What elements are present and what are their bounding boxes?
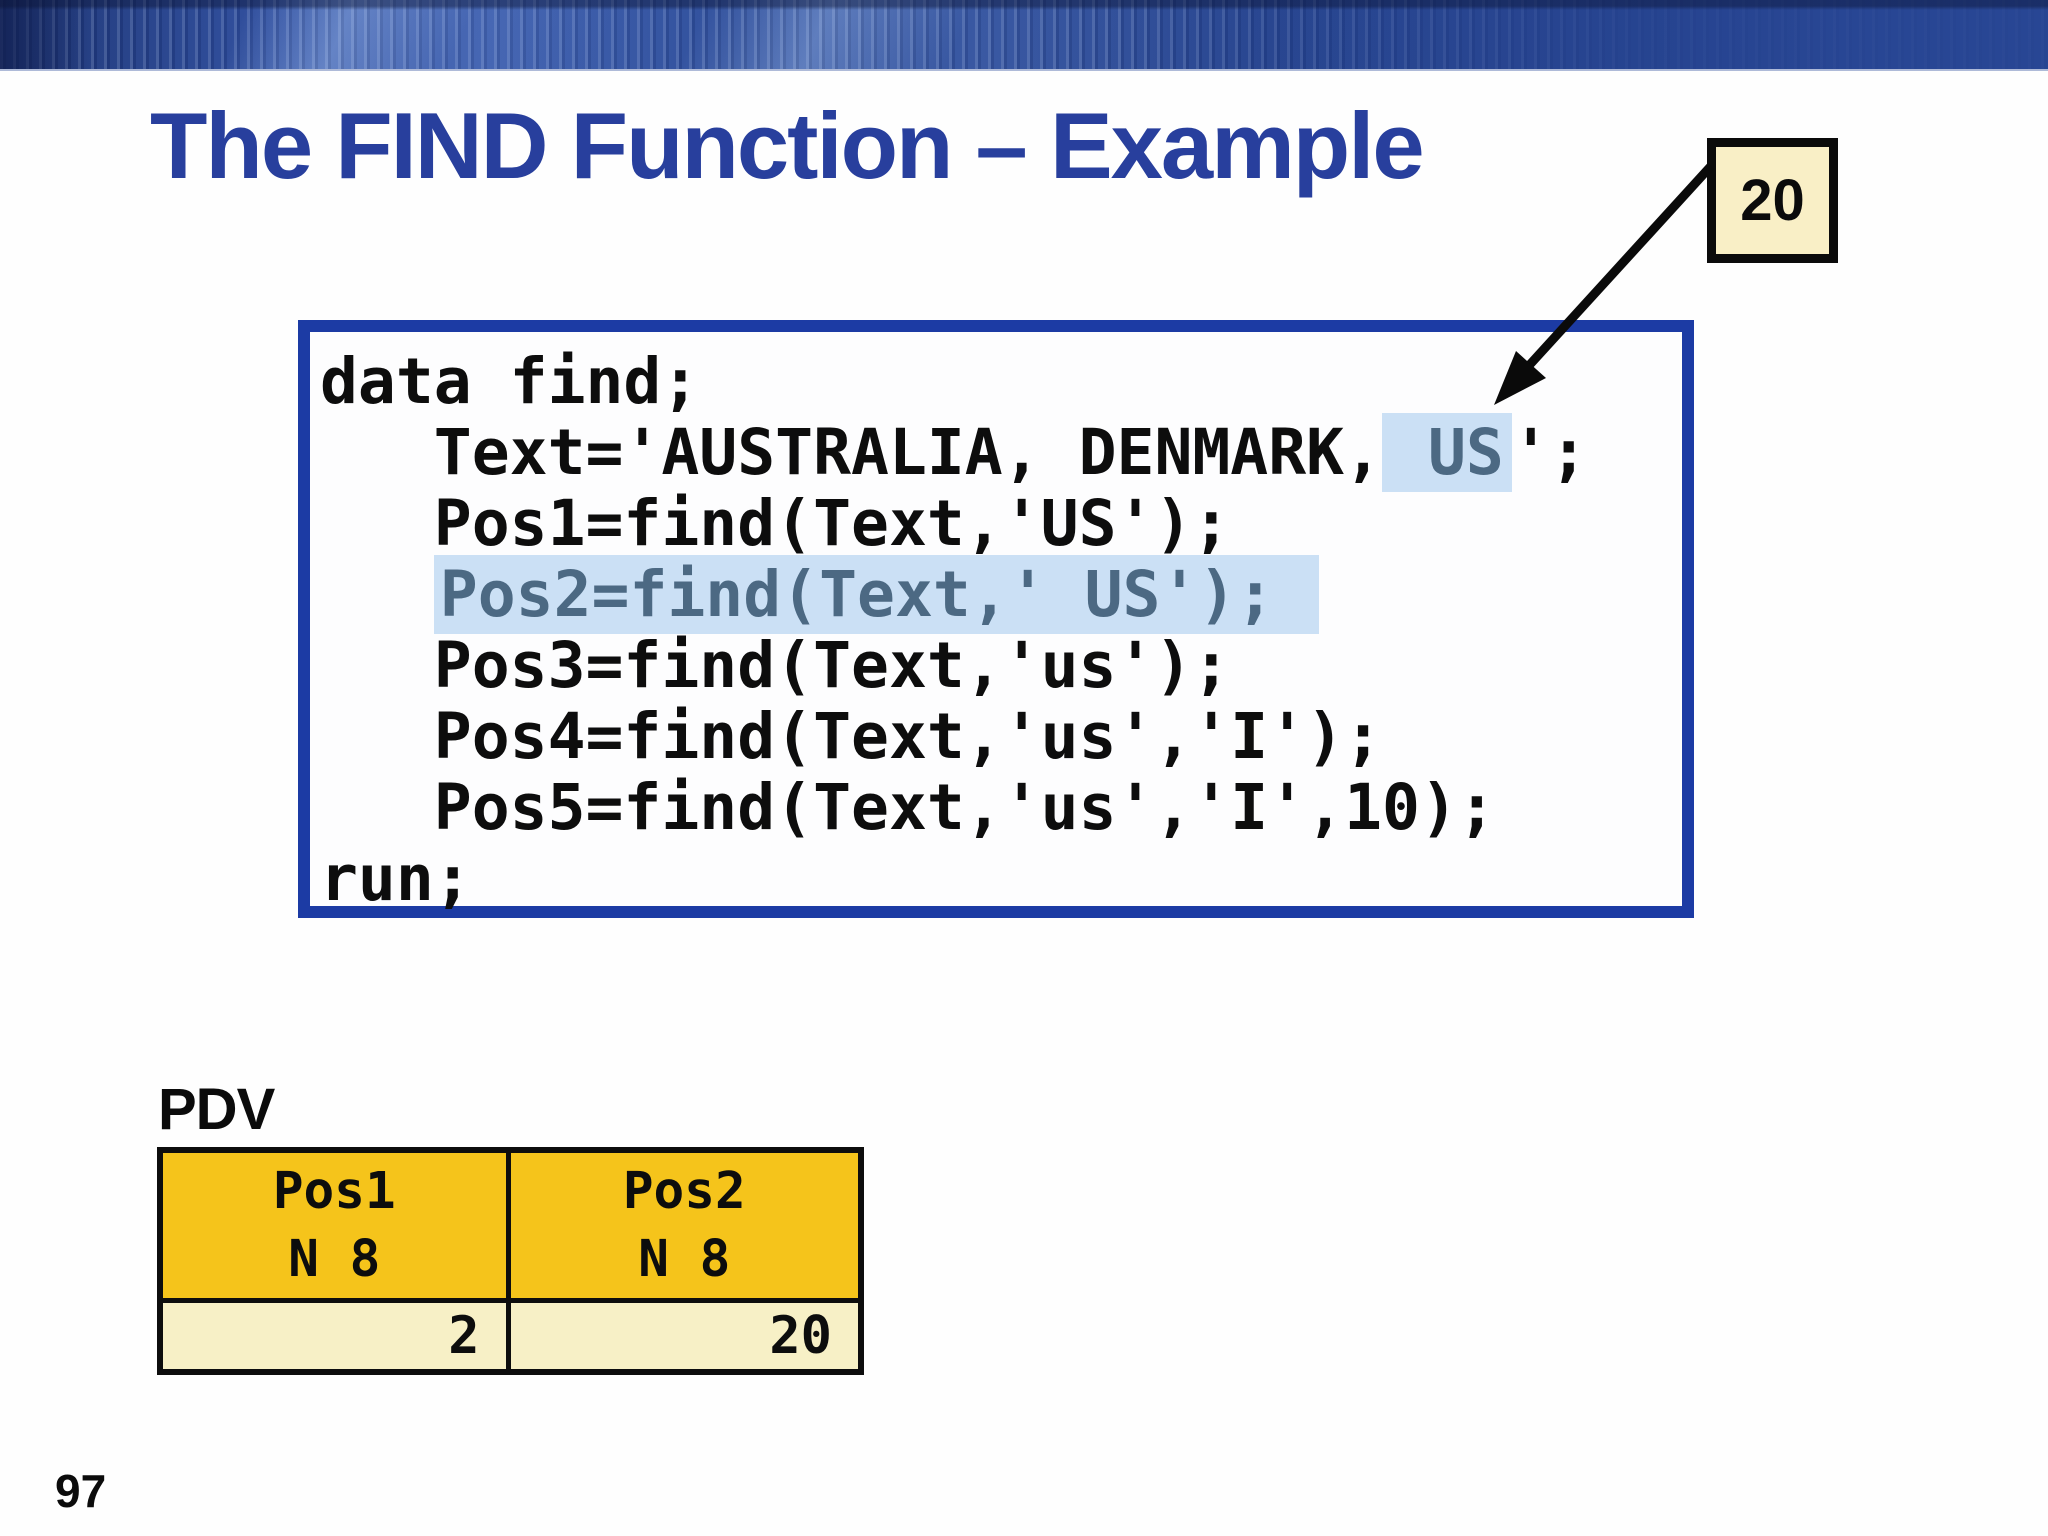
code-segment [320,558,434,631]
code-segment: Text='AUSTRALIA, DENMARK, [320,416,1383,489]
code-segment: Pos3=find(Text,'us'); [320,629,1231,702]
code-segment: run; [320,842,472,915]
highlighted-pos2-line: Pos2=find(Text,' US'); [433,555,1320,634]
pdv-column-type: N 8 [638,1230,731,1289]
callout-value: 20 [1740,168,1805,233]
code-segment: Pos5=find(Text,'us','I',10); [320,771,1496,844]
pdv-label: PDV [158,1077,275,1142]
pdv-value: 2 [448,1306,480,1366]
code-line: Pos4=find(Text,'us','I'); [320,701,1682,772]
code-segment: Pos1=find(Text,'US'); [320,487,1231,560]
code-segment: '; [1511,416,1588,489]
code-line: Pos1=find(Text,'US'); [320,488,1682,559]
pdv-header-cell: Pos1 N 8 [163,1153,511,1303]
highlighted-us-segment: US [1382,413,1512,492]
callout-box: 20 [1707,138,1838,263]
slide-title: The FIND Function – Example [150,93,1425,198]
code-line: Pos5=find(Text,'us','I',10); [320,772,1682,843]
page-number: 97 [55,1465,107,1517]
pdv-header-cell: Pos2 N 8 [510,1153,858,1303]
pdv-value-cell: 20 [510,1303,858,1369]
pdv-column-name: Pos2 [622,1162,746,1221]
decorative-top-banner [0,0,2048,71]
pdv-value-cell: 2 [163,1303,511,1369]
pdv-table: Pos1 N 8 Pos2 N 8 2 20 [157,1147,864,1375]
pdv-column-name: Pos1 [272,1162,396,1221]
pdv-value: 20 [769,1306,832,1366]
code-segment: data find; [320,345,700,418]
code-line: run; [320,843,1682,914]
code-box: data find; Text='AUSTRALIA, DENMARK, US'… [298,320,1694,918]
code-line: Pos3=find(Text,'us'); [320,630,1682,701]
code-line: Text='AUSTRALIA, DENMARK, US'; [320,413,1682,492]
pdv-column-type: N 8 [288,1230,381,1289]
code-line: Pos2=find(Text,' US'); [320,555,1682,634]
code-line: data find; [320,346,1682,417]
code-segment: Pos4=find(Text,'us','I'); [320,700,1383,773]
